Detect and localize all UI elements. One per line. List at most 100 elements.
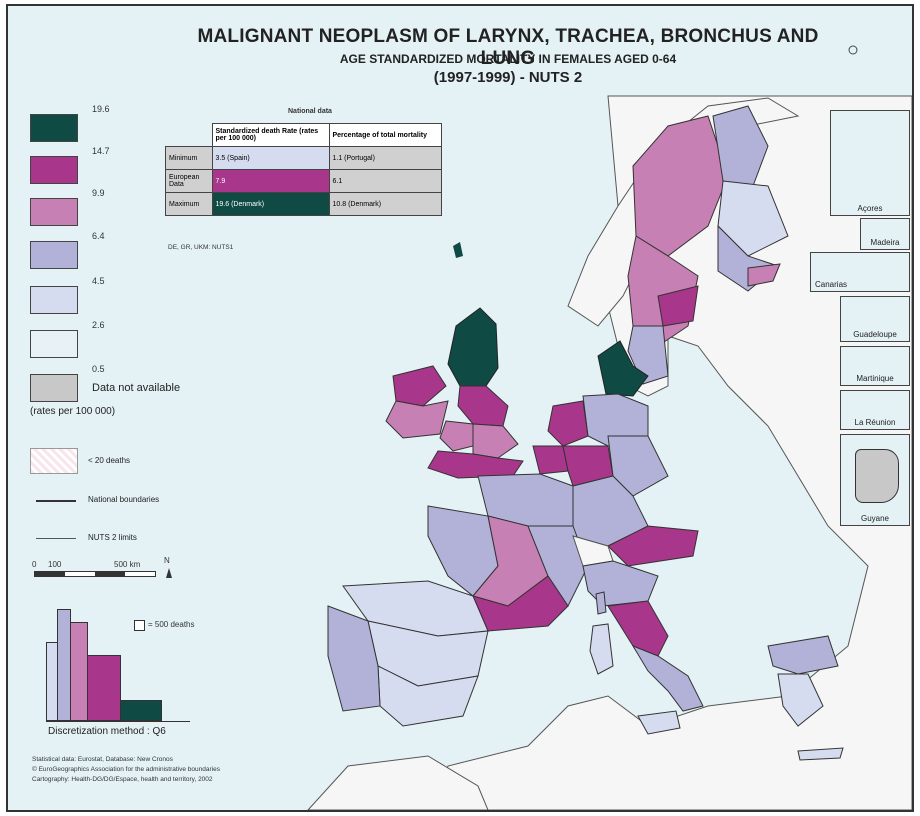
region-greece-south <box>777 673 824 727</box>
credit-line: Statistical data: Eurostat, Database: Ne… <box>32 756 173 763</box>
region-sardinia <box>589 623 614 675</box>
legend-min-value: 0.5 <box>92 364 105 374</box>
histogram-axis <box>46 721 190 722</box>
deaths-box-label: = 500 deaths <box>148 620 195 629</box>
region-finland-mid <box>717 180 789 257</box>
land-africa <box>307 755 489 810</box>
guyane-shape <box>855 449 899 503</box>
discretization-label: Discretization method : Q6 <box>48 726 166 737</box>
legend-swatch-1 <box>30 156 78 184</box>
north-label: N <box>164 556 170 565</box>
scale-label-0: 0 <box>32 560 37 569</box>
national-row-label: European Data <box>165 169 213 193</box>
region-sicily <box>637 710 681 735</box>
region-italy-south <box>631 644 704 712</box>
inset-acores: Açores <box>830 110 910 216</box>
national-source-note: DE, GR, UKM: NUTS1 <box>168 244 234 251</box>
region-faroe-dot <box>453 242 463 258</box>
deaths-box-icon <box>134 620 145 631</box>
credit-line: © EuroGeographics Association for the ad… <box>32 766 220 773</box>
histogram-bar <box>120 699 162 721</box>
legend-value-4: 4.5 <box>92 276 105 286</box>
legend-swatch-na <box>30 374 78 402</box>
region-germany-east <box>607 435 669 497</box>
histogram-bar <box>87 655 121 721</box>
legend-national-line <box>36 500 76 502</box>
region-scotland <box>447 307 499 387</box>
national-cell: 7.9 <box>211 169 330 193</box>
land-norway <box>567 97 800 327</box>
scale-bar <box>34 571 156 577</box>
map-frame: MALIGNANT NEOPLASM OF LARYNX, TRACHEA, B… <box>6 4 914 812</box>
national-data-table: Standardized death Rate (rates per 100 0… <box>165 123 442 216</box>
region-greece-north <box>767 635 839 675</box>
legend-na-label: Data not available <box>92 382 181 394</box>
inset-label: Canarias <box>815 280 848 289</box>
map-title: MALIGNANT NEOPLASM OF LARYNX, TRACHEA, B… <box>197 26 819 69</box>
legend-value-3: 6.4 <box>92 231 105 241</box>
region-portugal <box>327 605 381 712</box>
inset-label: Guadeloupe <box>853 330 897 339</box>
histogram <box>46 606 186 721</box>
scale-label-100: 100 <box>48 560 62 569</box>
region-netherlands <box>547 400 589 447</box>
region-wales <box>439 420 474 452</box>
map-subtitle: AGE STANDARDIZED MORTALITY IN FEMALES AG… <box>339 52 677 66</box>
national-cell: 1.1 (Portugal) <box>328 146 442 170</box>
region-italy-centre <box>607 600 669 657</box>
legend-lt20-swatch <box>30 448 78 474</box>
legend-swatch-2 <box>30 198 78 226</box>
legend-national-label: National boundaries <box>88 495 160 504</box>
legend-nuts-line <box>36 538 76 539</box>
inset-label: Madeira <box>870 238 900 247</box>
legend-swatch-5 <box>30 330 78 358</box>
scale-label-500: 500 km <box>114 560 141 569</box>
legend-value-0: 19.6 <box>92 104 110 114</box>
region-ireland-bmw <box>392 365 447 407</box>
region-italy-north <box>582 560 659 607</box>
region-finland-north <box>712 105 769 187</box>
inset-la-reunion: La Réunion <box>840 390 910 430</box>
national-cell: 19.6 (Denmark) <box>211 192 330 216</box>
island-dot <box>848 45 858 55</box>
histogram-bar <box>70 622 88 721</box>
legend-units: (rates per 100 000) <box>30 406 116 417</box>
region-finland-helsinki <box>747 263 781 287</box>
credit-line: Cartography: Health-DG/DG/Espace, health… <box>32 776 213 783</box>
national-col2-header: Percentage of total mortality <box>328 123 442 147</box>
inset-label: La Réunion <box>854 418 896 427</box>
histogram-bar <box>57 609 71 721</box>
legend-swatch-3 <box>30 241 78 269</box>
inset-madeira: Madeira <box>860 218 910 250</box>
national-row-label: Minimum <box>165 146 213 170</box>
region-england-mid <box>472 423 519 459</box>
legend-value-1: 14.7 <box>92 146 110 156</box>
legend-lt20-label: < 20 deaths <box>88 456 131 465</box>
inset-guadeloupe: Guadeloupe <box>840 296 910 342</box>
legend-value-5: 2.6 <box>92 320 105 330</box>
region-sweden-stockholm <box>657 285 699 327</box>
region-england-north <box>457 385 509 427</box>
legend-swatch-4 <box>30 286 78 314</box>
inset-martinique: Martinique <box>840 346 910 386</box>
national-col1-header: Standardized death Rate (rates per 100 0… <box>211 123 330 147</box>
map-period: (1997-1999) - NUTS 2 <box>433 69 583 86</box>
legend-nuts-label: NUTS 2 limits <box>88 533 137 542</box>
inset-label: Açores <box>857 204 883 213</box>
inset-guyane: Guyane <box>840 434 910 526</box>
land-non-eu <box>427 95 912 810</box>
region-england-south <box>427 450 524 479</box>
north-arrow-icon <box>166 568 172 578</box>
national-row-label: Maximum <box>165 192 213 216</box>
region-crete <box>797 747 844 761</box>
legend-value-2: 9.9 <box>92 188 105 198</box>
legend-swatch-0 <box>30 114 78 142</box>
region-france-east <box>527 525 589 607</box>
region-belgium <box>532 445 569 475</box>
inset-canarias: Canarias <box>810 252 910 292</box>
national-cell: 3.5 (Spain) <box>211 146 330 170</box>
national-cell: 6.1 <box>328 169 442 193</box>
region-ireland-se <box>385 400 449 439</box>
inset-label: Guyane <box>860 514 890 523</box>
region-corsica <box>595 591 607 615</box>
